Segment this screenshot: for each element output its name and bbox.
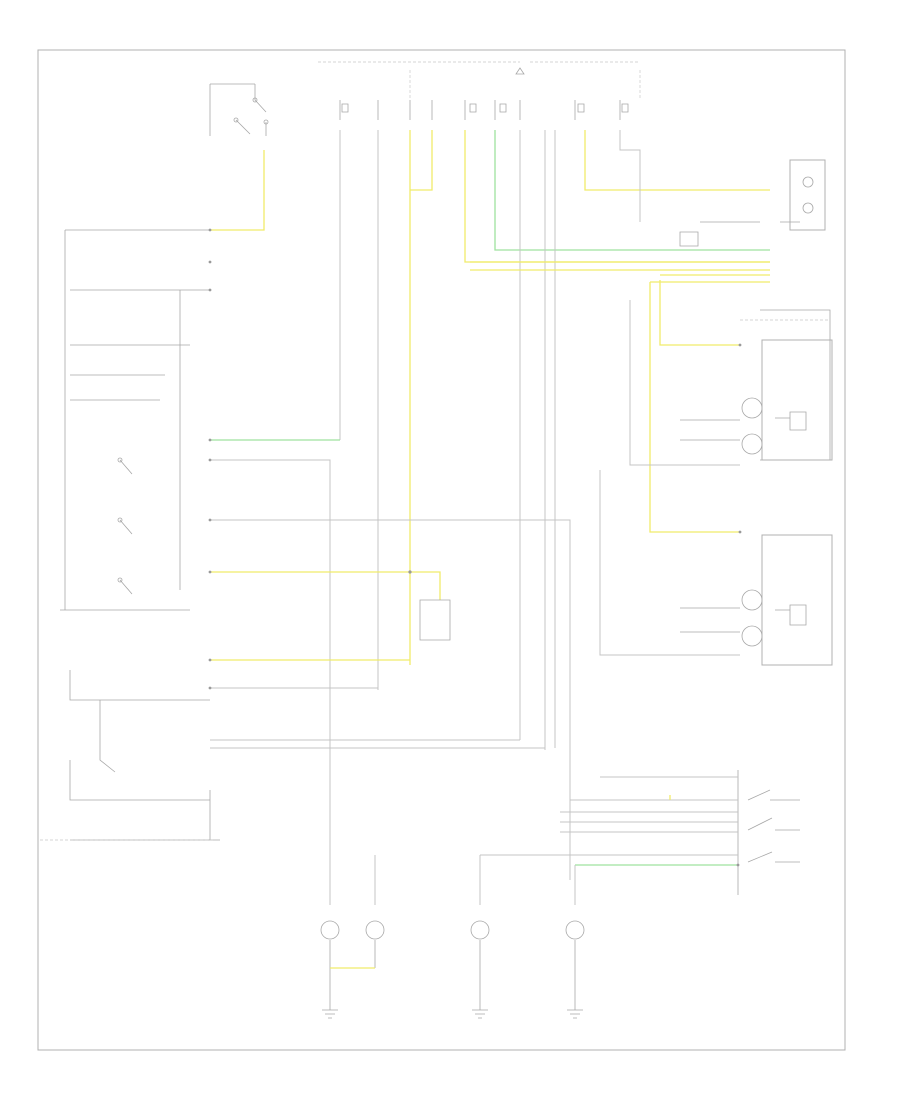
ground-g1 bbox=[322, 975, 338, 1019]
left-high-beam bbox=[470, 855, 490, 1000]
instrument-panel-junction bbox=[40, 670, 220, 841]
right-high-beam bbox=[565, 865, 585, 1000]
headlight-switch bbox=[60, 229, 210, 611]
diagram-frame bbox=[37, 49, 846, 1051]
right-headlight-assembly bbox=[680, 534, 833, 666]
light-control-module bbox=[740, 309, 831, 461]
left-headlight-assembly bbox=[680, 339, 833, 461]
fuse-relay-block bbox=[737, 770, 800, 895]
instrument-cluster bbox=[679, 159, 826, 247]
daytime-running-light-module bbox=[408, 570, 451, 641]
hot-at-all-times-fuse-box bbox=[318, 61, 641, 120]
right-fog-light bbox=[330, 855, 385, 969]
arrow-icon bbox=[515, 67, 525, 75]
ignition-switch bbox=[209, 83, 269, 136]
ground-g3 bbox=[567, 1000, 583, 1019]
connector-pins bbox=[208, 228, 742, 867]
left-fog-light bbox=[320, 890, 340, 975]
ground-g2 bbox=[472, 1000, 488, 1019]
